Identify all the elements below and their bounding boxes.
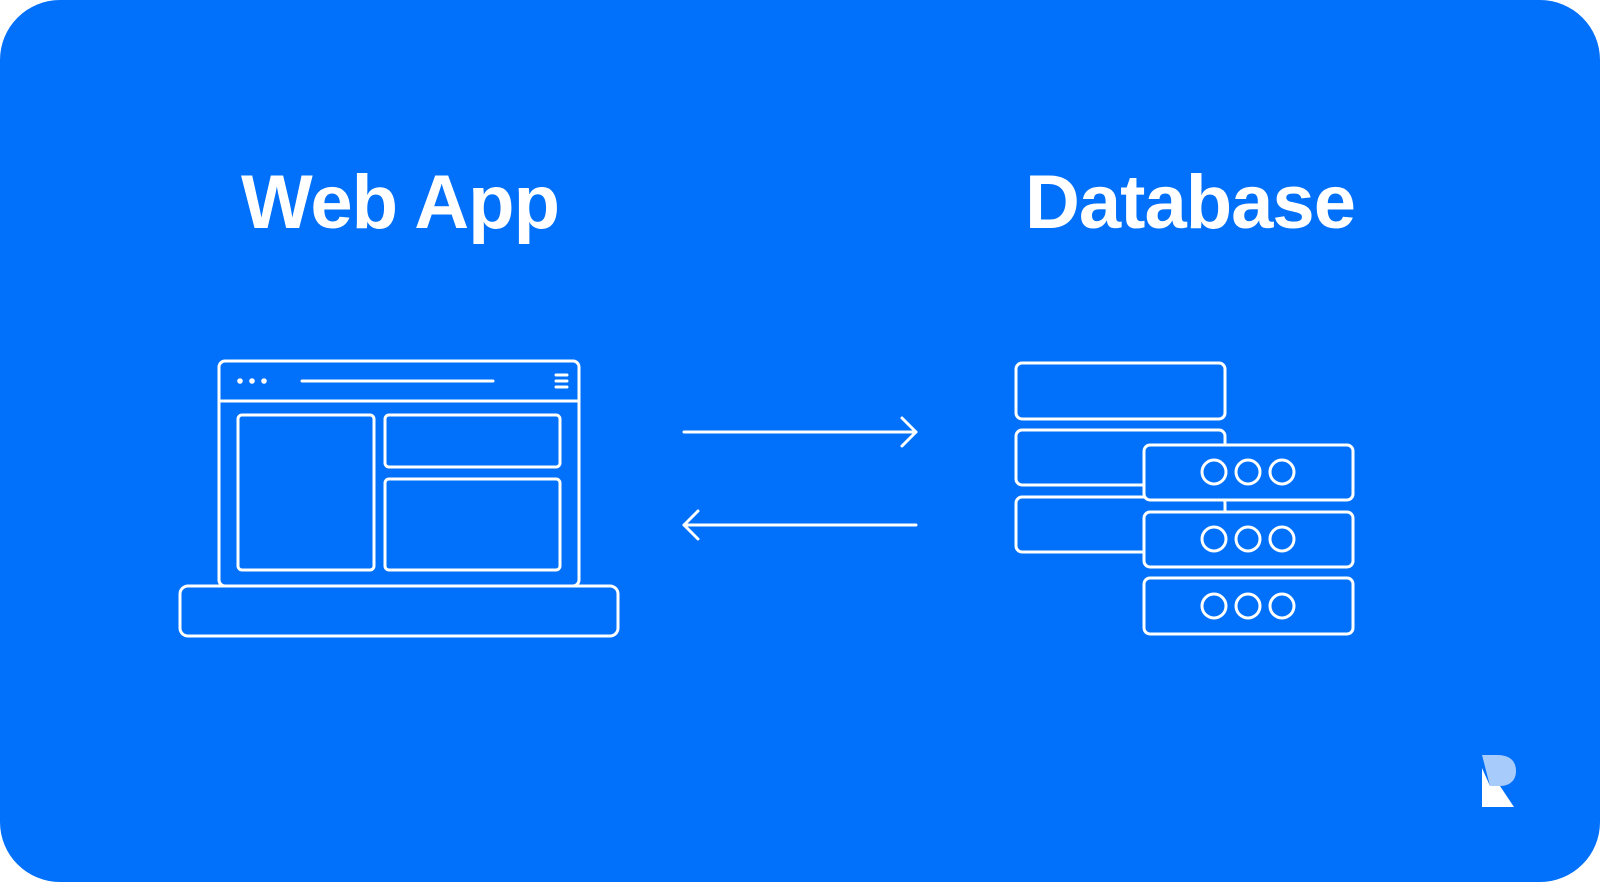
- web-app-title: Web App: [240, 160, 560, 245]
- server-indicator-circle: [1200, 525, 1228, 553]
- content-panel-bottom-right: [383, 477, 562, 572]
- server-indicator-circle: [1234, 525, 1262, 553]
- content-panel-top-right: [383, 413, 562, 469]
- server-indicator-circle: [1268, 592, 1296, 620]
- server-indicator-circle: [1268, 458, 1296, 486]
- server-indicator-circle: [1234, 458, 1262, 486]
- database-title: Database: [1025, 160, 1356, 245]
- server-indicator-circle: [1234, 592, 1262, 620]
- server-indicator-circle: [1200, 592, 1228, 620]
- window-control-dot: [249, 378, 255, 384]
- database-server-icon: [1014, 361, 1355, 636]
- browser-window-frame: [217, 359, 581, 588]
- retool-logo-icon: [1482, 755, 1516, 807]
- content-panel-left: [236, 413, 376, 572]
- server-unit: [1142, 510, 1355, 569]
- logo-white-segment: [1482, 768, 1514, 807]
- laptop-base: [178, 584, 620, 638]
- logo-light-segment: [1482, 755, 1516, 786]
- hamburger-menu-icon: [554, 373, 569, 389]
- arrow-right-icon: [682, 416, 918, 448]
- database-table-row: [1014, 361, 1227, 421]
- server-unit: [1142, 576, 1355, 636]
- server-indicator-circle: [1268, 525, 1296, 553]
- laptop-browser-icon: [178, 359, 620, 638]
- server-unit: [1142, 443, 1355, 502]
- server-indicator-circle: [1200, 458, 1228, 486]
- window-control-dot: [261, 378, 267, 384]
- arrow-left-icon: [682, 509, 918, 541]
- window-control-dot: [237, 378, 243, 384]
